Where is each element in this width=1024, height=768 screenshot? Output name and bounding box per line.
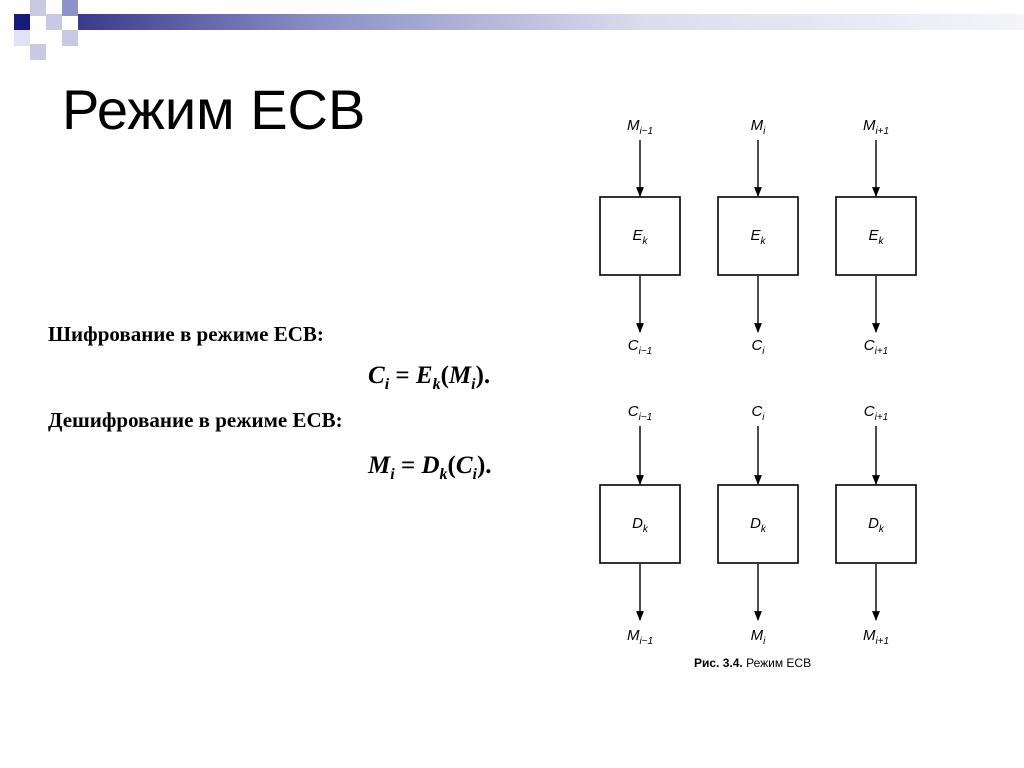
encrypt-output-label-base: C <box>864 337 875 354</box>
deco-square <box>14 30 30 46</box>
eq-op: E <box>415 362 433 389</box>
encrypt-block-label-base: E <box>868 227 879 244</box>
decrypt-output-label-base: M <box>863 627 876 644</box>
decrypt-input-label: Ci+1 <box>864 403 888 423</box>
decrypt-input-label-base: C <box>864 403 875 420</box>
decorative-squares <box>0 0 80 60</box>
encrypt-block-label-sub: k <box>643 236 649 247</box>
decrypt-block-label-sub: k <box>761 524 767 535</box>
encrypt-input-label-sub: i+1 <box>875 126 889 137</box>
encrypt-input-label-base: M <box>751 117 764 134</box>
decrypt-block <box>599 484 681 564</box>
decrypt-output-label: Mi <box>751 627 767 647</box>
figure-caption: Рис. 3.4. Режим ECB <box>694 656 811 670</box>
eq-lhs-sub: i <box>390 466 395 483</box>
eq-close-paren: ). <box>476 452 492 479</box>
decrypt-block-label-sub: k <box>879 524 885 535</box>
encrypt-output-label-sub: i−1 <box>639 346 653 357</box>
deco-square <box>30 0 46 16</box>
caption-number: Рис. 3.4. <box>694 656 743 670</box>
eq-open-paren: ( <box>447 452 456 479</box>
encrypt-input-label-sub: i−1 <box>639 126 653 137</box>
slide-title: Режим ECB <box>62 78 366 141</box>
eq-open-paren: ( <box>440 362 449 389</box>
eq-arg: C <box>455 452 473 479</box>
decrypt-input-label-sub: i−1 <box>639 412 653 423</box>
eq-arg-sub: i <box>472 466 477 483</box>
encrypt-output-label: Ci+1 <box>864 337 888 357</box>
decrypt-input-label-sub: i+1 <box>875 412 889 423</box>
encrypt-output-label: Ci−1 <box>628 337 652 357</box>
encrypt-block-label-sub: k <box>761 236 767 247</box>
encrypt-input-label-sub: i <box>763 126 766 137</box>
eq-lhs-sub: i <box>384 376 390 393</box>
encrypt-block <box>717 196 799 276</box>
encrypt-output-label-sub: i <box>762 346 765 357</box>
encrypt-block-label-sub: k <box>879 236 885 247</box>
decrypt-block-label-base: D <box>750 515 761 532</box>
ecb-diagram: Mi−1EkCi−1Ci−1DkMi−1MiEkCiCiDkMiMi+1EkCi… <box>599 117 917 647</box>
encrypt-input-label: Mi <box>751 117 767 137</box>
decrypt-output-label-base: M <box>751 627 764 644</box>
decrypt-block-label-base: D <box>632 515 643 532</box>
eq-lhs: M <box>368 452 391 479</box>
deco-square <box>14 14 30 30</box>
decrypt-input-label-sub: i <box>762 412 765 423</box>
decrypt-block <box>835 484 917 564</box>
eq-equals-sign: = <box>395 362 410 389</box>
encryption-equation: Ci = Ek(Mi). <box>368 362 490 394</box>
eq-lhs: C <box>368 362 385 389</box>
decrypt-block-label-sub: k <box>643 524 649 535</box>
formula-block: Шифрование в режиме ECB: Ci = Ek(Mi). Де… <box>48 312 548 512</box>
encrypt-output-label-sub: i+1 <box>875 346 889 357</box>
eq-op-sub: k <box>439 466 448 483</box>
decryption-equation: Mi = Dk(Ci). <box>368 452 492 484</box>
encrypt-input-label-base: M <box>627 117 640 134</box>
decrypt-output-label-sub: i−1 <box>639 636 653 647</box>
decrypt-output-label: Mi+1 <box>863 627 889 647</box>
deco-square <box>46 14 62 30</box>
caption-text: Режим ECB <box>746 656 812 670</box>
encrypt-block-label-base: E <box>632 227 643 244</box>
decrypt-input-label: Ci <box>751 403 765 423</box>
encryption-heading: Шифрование в режиме ECB: <box>48 322 324 346</box>
encrypt-input-label: Mi+1 <box>863 117 889 137</box>
encrypt-block <box>835 196 917 276</box>
decrypt-block-label-base: D <box>868 515 879 532</box>
decrypt-input-label: Ci−1 <box>628 403 652 423</box>
eq-arg: M <box>448 362 472 389</box>
decrypt-output-label-sub: i+1 <box>875 636 889 647</box>
decrypt-block-label: Dk <box>868 515 885 535</box>
encrypt-block-label: Ek <box>868 227 884 247</box>
eq-equals-sign: = <box>400 452 416 479</box>
decrypt-input-label-base: C <box>751 403 762 420</box>
deco-square <box>62 30 78 46</box>
decrypt-output-label-base: M <box>627 627 640 644</box>
deco-square <box>62 0 78 16</box>
decrypt-input-label-base: C <box>628 403 639 420</box>
decryption-heading: Дешифрование в режиме ECB: <box>48 408 343 432</box>
encrypt-input-label-base: M <box>863 117 876 134</box>
encrypt-input-label: Mi−1 <box>627 117 653 137</box>
encrypt-block-label: Ek <box>750 227 766 247</box>
eq-arg-sub: i <box>471 376 476 393</box>
eq-op: D <box>421 452 440 479</box>
decrypt-block-label: Dk <box>632 515 649 535</box>
encrypt-block-label: Ek <box>632 227 648 247</box>
eq-op-sub: k <box>432 376 441 393</box>
decrypt-output-label: Mi−1 <box>627 627 653 647</box>
encrypt-output-label: Ci <box>751 337 765 357</box>
decrypt-block <box>717 484 799 564</box>
eq-close-paren: ). <box>475 362 491 389</box>
title-bar-gradient <box>78 14 1024 30</box>
decrypt-block-label: Dk <box>750 515 767 535</box>
encrypt-block <box>599 196 681 276</box>
encrypt-output-label-base: C <box>628 337 639 354</box>
diagram-content: Mi−1EkCi−1Ci−1DkMi−1MiEkCiCiDkMiMi+1EkCi… <box>599 117 917 647</box>
decrypt-output-label-sub: i <box>763 636 766 647</box>
encrypt-output-label-base: C <box>751 337 762 354</box>
deco-square <box>30 44 46 60</box>
encrypt-block-label-base: E <box>750 227 761 244</box>
